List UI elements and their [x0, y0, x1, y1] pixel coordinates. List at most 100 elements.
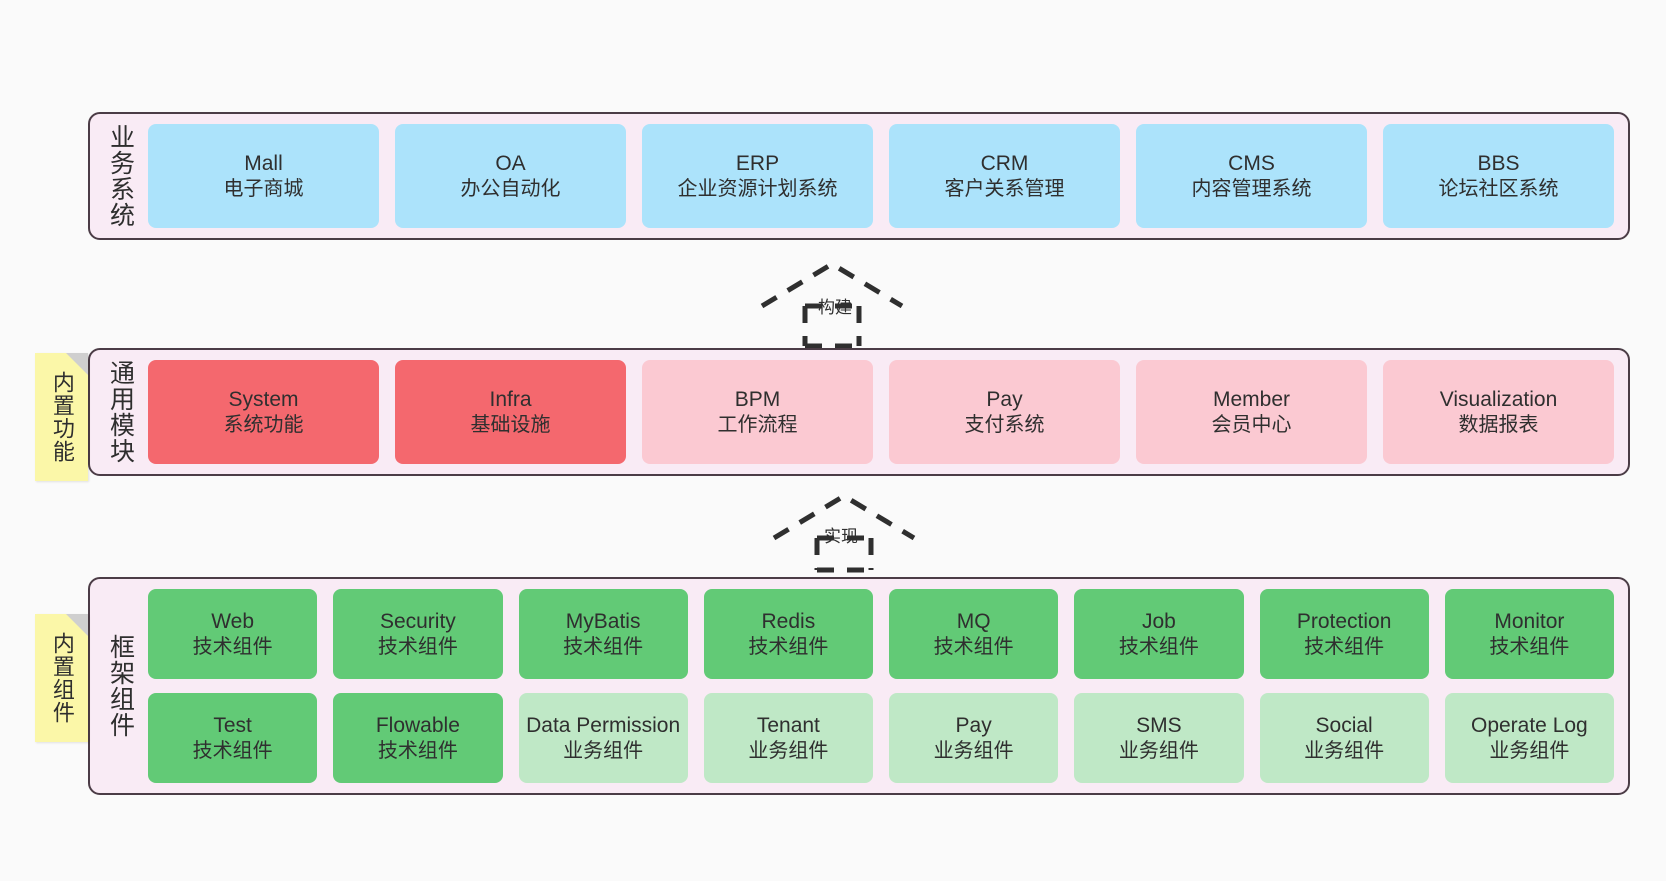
layer-title-framework-component: 框架组件	[106, 634, 135, 738]
module-name: Mall	[244, 152, 283, 175]
sticky-note-label: 内置功能	[49, 371, 75, 463]
component-card-pay[interactable]: Pay 业务组件	[889, 693, 1059, 783]
module-desc: 数据报表	[1458, 413, 1539, 436]
layer-framework-boxes: Web 技术组件 Security 技术组件 MyBatis 技术组件 Redi…	[140, 589, 1614, 783]
component-desc: 技术组件	[377, 739, 458, 762]
module-card-erp[interactable]: ERP 企业资源计划系统	[642, 124, 873, 228]
component-card-web[interactable]: Web 技术组件	[148, 589, 318, 679]
module-desc: 企业资源计划系统	[677, 177, 838, 200]
component-name: Protection	[1296, 610, 1392, 633]
component-card-data-permission[interactable]: Data Permission 业务组件	[518, 693, 688, 783]
layer-business-system: 业务系统 Mall 电子商城 OA 办公自动化 ERP 企业资源计划系统 CRM…	[88, 112, 1630, 240]
component-desc: 业务组件	[933, 739, 1014, 762]
component-name: Pay	[955, 714, 992, 737]
component-desc: 业务组件	[563, 739, 644, 762]
module-card-crm[interactable]: CRM 客户关系管理	[889, 124, 1120, 228]
module-desc: 基础设施	[470, 413, 551, 436]
component-card-tenant[interactable]: Tenant 业务组件	[703, 693, 873, 783]
module-name: ERP	[735, 152, 780, 175]
module-card-bbs[interactable]: BBS 论坛社区系统	[1383, 124, 1614, 228]
component-desc: 业务组件	[1489, 739, 1570, 762]
component-name: Flowable	[375, 714, 460, 737]
component-name: MyBatis	[565, 610, 641, 633]
layer-title-business-system: 业务系统	[106, 124, 135, 228]
component-desc: 技术组件	[1489, 635, 1570, 658]
module-card-bpm[interactable]: BPM 工作流程	[642, 360, 873, 464]
component-desc: 技术组件	[1304, 635, 1385, 658]
component-card-protection[interactable]: Protection 技术组件	[1259, 589, 1429, 679]
layer-common-module: 通用模块 System 系统功能 Infra 基础设施 BPM 工作流程 Pay…	[88, 348, 1630, 476]
component-card-mybatis[interactable]: MyBatis 技术组件	[518, 589, 688, 679]
layer-title-common-module: 通用模块	[106, 360, 135, 464]
layer-framework-component: 框架组件 Web 技术组件 Security 技术组件 MyBatis 技术组件…	[88, 577, 1630, 795]
component-card-security[interactable]: Security 技术组件	[333, 589, 503, 679]
module-name: OA	[495, 152, 526, 175]
component-name: Monitor	[1494, 610, 1565, 633]
module-desc: 系统功能	[223, 413, 304, 436]
component-card-operate-log[interactable]: Operate Log 业务组件	[1444, 693, 1614, 783]
box-row: System 系统功能 Infra 基础设施 BPM 工作流程 Pay 支付系统…	[148, 360, 1614, 464]
component-desc: 技术组件	[192, 739, 273, 762]
component-desc: 业务组件	[1118, 739, 1199, 762]
box-row: Web 技术组件 Security 技术组件 MyBatis 技术组件 Redi…	[148, 589, 1614, 679]
component-name: Tenant	[756, 714, 820, 737]
module-name: Member	[1212, 388, 1291, 411]
component-name: Test	[213, 714, 252, 737]
component-desc: 技术组件	[377, 635, 458, 658]
component-name: MQ	[956, 610, 991, 633]
component-name: Social	[1315, 714, 1373, 737]
box-row: Test 技术组件 Flowable 技术组件 Data Permission …	[148, 693, 1614, 783]
component-desc: 业务组件	[1304, 739, 1385, 762]
module-card-cms[interactable]: CMS 内容管理系统	[1136, 124, 1367, 228]
module-desc: 论坛社区系统	[1438, 177, 1559, 200]
connector-build-arrow: 构建	[752, 258, 912, 349]
module-card-system[interactable]: System 系统功能	[148, 360, 379, 464]
module-card-oa[interactable]: OA 办公自动化	[395, 124, 626, 228]
component-name: SMS	[1136, 714, 1182, 737]
component-card-test[interactable]: Test 技术组件	[148, 693, 318, 783]
component-name: Job	[1141, 610, 1176, 633]
component-card-sms[interactable]: SMS 业务组件	[1074, 693, 1244, 783]
component-name: Data Permission	[526, 714, 681, 737]
module-name: System	[228, 388, 299, 411]
sticky-note-builtin-component: 内置组件	[35, 614, 88, 742]
module-card-pay[interactable]: Pay 支付系统	[889, 360, 1120, 464]
component-desc: 业务组件	[748, 739, 829, 762]
connector-implement-arrow: 实现	[766, 492, 926, 573]
module-card-member[interactable]: Member 会员中心	[1136, 360, 1367, 464]
component-name: Redis	[761, 610, 816, 633]
component-card-flowable[interactable]: Flowable 技术组件	[333, 693, 503, 783]
module-desc: 内容管理系统	[1191, 177, 1312, 200]
module-desc: 办公自动化	[460, 177, 561, 200]
module-name: BBS	[1477, 152, 1520, 175]
component-desc: 技术组件	[1118, 635, 1199, 658]
component-desc: 技术组件	[933, 635, 1014, 658]
component-card-monitor[interactable]: Monitor 技术组件	[1444, 589, 1614, 679]
component-card-job[interactable]: Job 技术组件	[1074, 589, 1244, 679]
component-card-social[interactable]: Social 业务组件	[1259, 693, 1429, 783]
box-row: Mall 电子商城 OA 办公自动化 ERP 企业资源计划系统 CRM 客户关系…	[148, 124, 1614, 228]
module-name: BPM	[734, 388, 781, 411]
module-name: Visualization	[1439, 388, 1558, 411]
component-desc: 技术组件	[563, 635, 644, 658]
component-card-mq[interactable]: MQ 技术组件	[889, 589, 1059, 679]
connector-build-label: 构建	[818, 298, 852, 317]
component-name: Web	[211, 610, 255, 633]
sticky-note-builtin-function: 内置功能	[35, 353, 88, 481]
module-card-infra[interactable]: Infra 基础设施	[395, 360, 626, 464]
layer-common-boxes: System 系统功能 Infra 基础设施 BPM 工作流程 Pay 支付系统…	[140, 360, 1614, 464]
module-desc: 工作流程	[717, 413, 798, 436]
module-desc: 客户关系管理	[944, 177, 1065, 200]
sticky-note-label: 内置组件	[49, 632, 75, 724]
module-card-mall[interactable]: Mall 电子商城	[148, 124, 379, 228]
component-name: Operate Log	[1470, 714, 1588, 737]
component-desc: 技术组件	[192, 635, 273, 658]
connector-implement-label: 实现	[824, 527, 858, 546]
module-card-visualization[interactable]: Visualization 数据报表	[1383, 360, 1614, 464]
component-card-redis[interactable]: Redis 技术组件	[703, 589, 873, 679]
component-name: Security	[379, 610, 456, 633]
module-name: CMS	[1228, 152, 1275, 175]
module-desc: 电子商城	[223, 177, 304, 200]
module-desc: 支付系统	[964, 413, 1045, 436]
